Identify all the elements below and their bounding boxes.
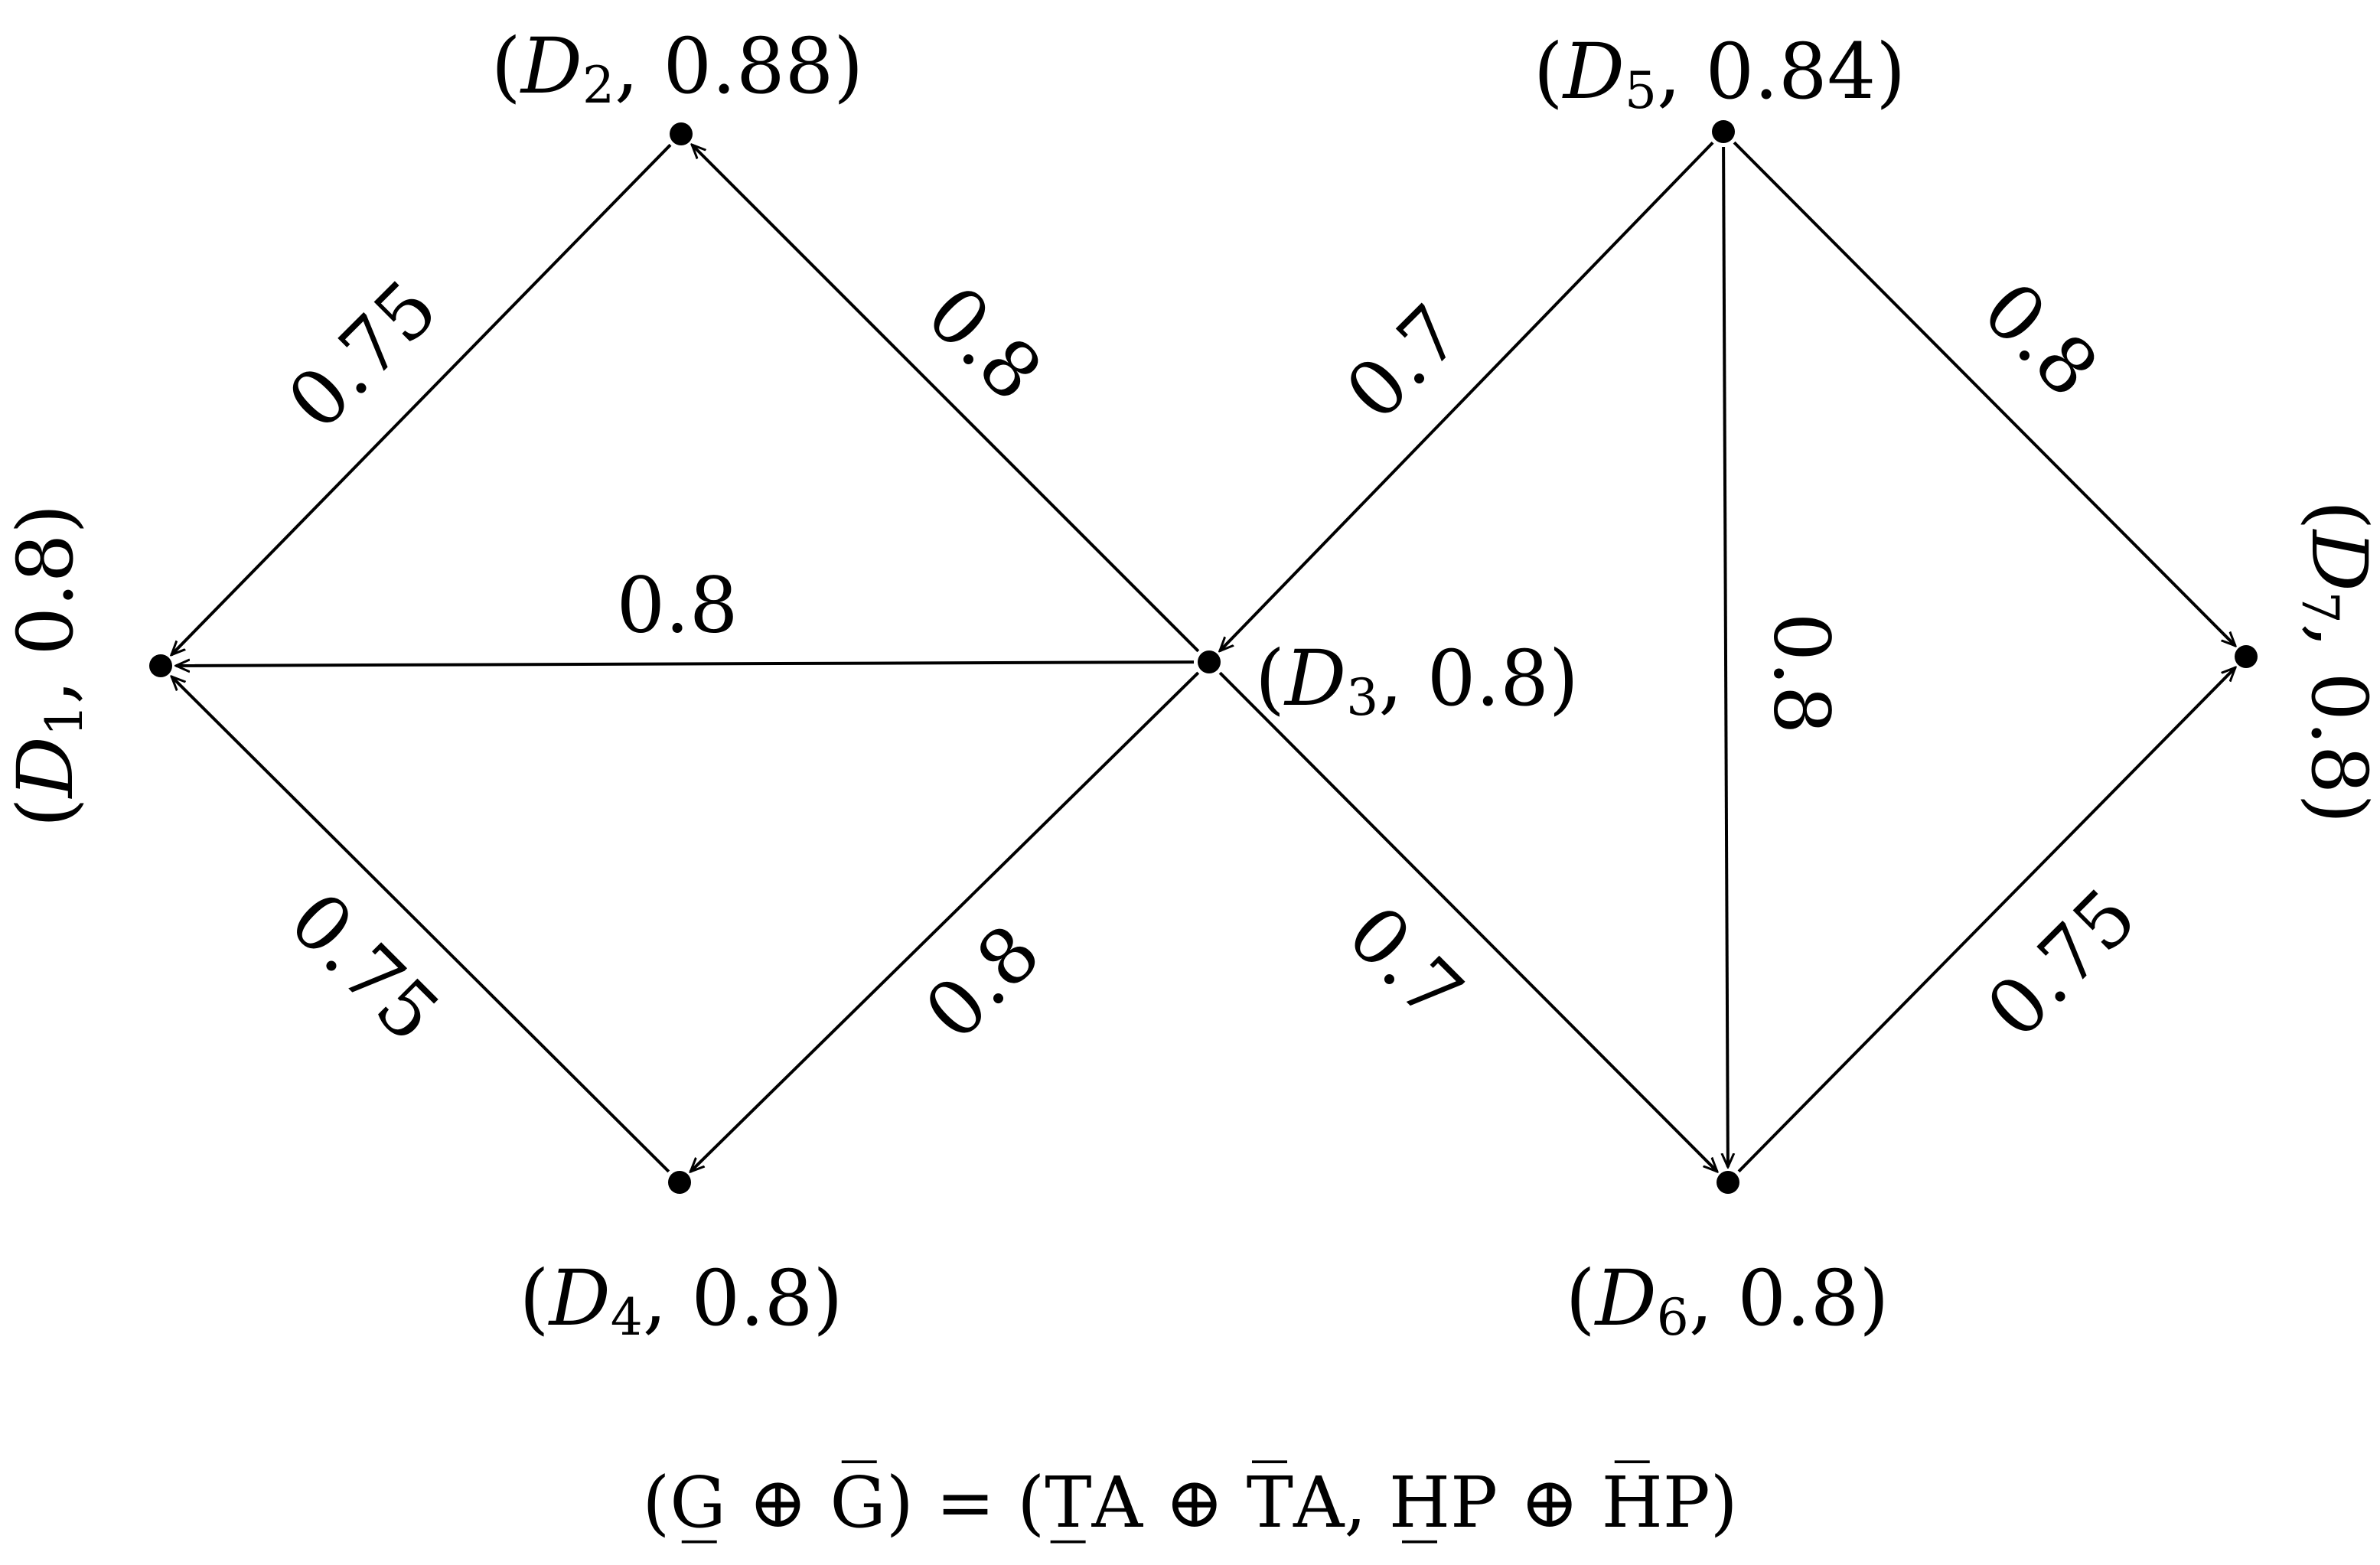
node-d3 [1198, 650, 1221, 673]
edge-weight-d5-d6: 0.8 [1756, 612, 1846, 734]
edge-weight-d4-d1: 0.75 [272, 875, 456, 1059]
edge-weight-d3-d1: 0.8 [616, 561, 738, 650]
edge-d5-to-d6 [1723, 146, 1728, 1167]
node-label-d5: (D5, 0.84) [1534, 27, 1906, 120]
edge-d3-to-d4 [690, 671, 1200, 1172]
edge-weight-d6-d7: 0.75 [1970, 872, 2153, 1055]
node-d5 [1712, 120, 1735, 143]
node-label-d1: (D1, 0.8) [1, 504, 94, 828]
node-d6 [1717, 1171, 1739, 1194]
edge-d3-to-d6 [1218, 671, 1717, 1172]
node-d1 [149, 654, 172, 677]
edge-d5-to-d3 [1220, 141, 1714, 650]
edge-weight-d5-d3: 0.7 [1329, 288, 1478, 437]
node-label-d7: (D7, 0.8) [2290, 500, 2380, 824]
edge-d3-to-d1 [176, 662, 1195, 666]
edge-weight-d3-d4: 0.8 [908, 908, 1057, 1057]
edge-d5-to-d7 [1733, 141, 2235, 646]
edge-d4-to-d1 [171, 677, 670, 1173]
edge-d3-to-d2 [692, 145, 1200, 653]
node-labels: (D1, 0.8) (D2, 0.88) (D3, 0.8) (D4, 0.8) (D5… [1, 21, 2380, 1347]
edge-weight-d2-d1: 0.75 [271, 263, 455, 447]
node-d4 [668, 1171, 691, 1194]
graph-caption: (G̲ ⊕ G̅) = (T̲A ⊕ T̅A, H̲P ⊕ H̅P) [642, 1460, 1737, 1544]
node-label-d6: (D6, 0.8) [1566, 1254, 1889, 1347]
node-d7 [2235, 645, 2258, 668]
nodes [149, 120, 2258, 1194]
edge-d2-to-d1 [171, 143, 672, 654]
node-d2 [670, 122, 693, 145]
edges [171, 141, 2235, 1173]
edge-d6-to-d7 [1737, 667, 2235, 1173]
node-label-d3: (D3, 0.8) [1255, 634, 1579, 727]
node-label-d4: (D4, 0.8) [520, 1254, 843, 1347]
edge-weight-d3-d2: 0.8 [910, 269, 1059, 418]
edge-weight-d5-d7: 0.8 [1966, 265, 2115, 414]
node-label-d2: (D2, 0.88) [491, 21, 863, 115]
